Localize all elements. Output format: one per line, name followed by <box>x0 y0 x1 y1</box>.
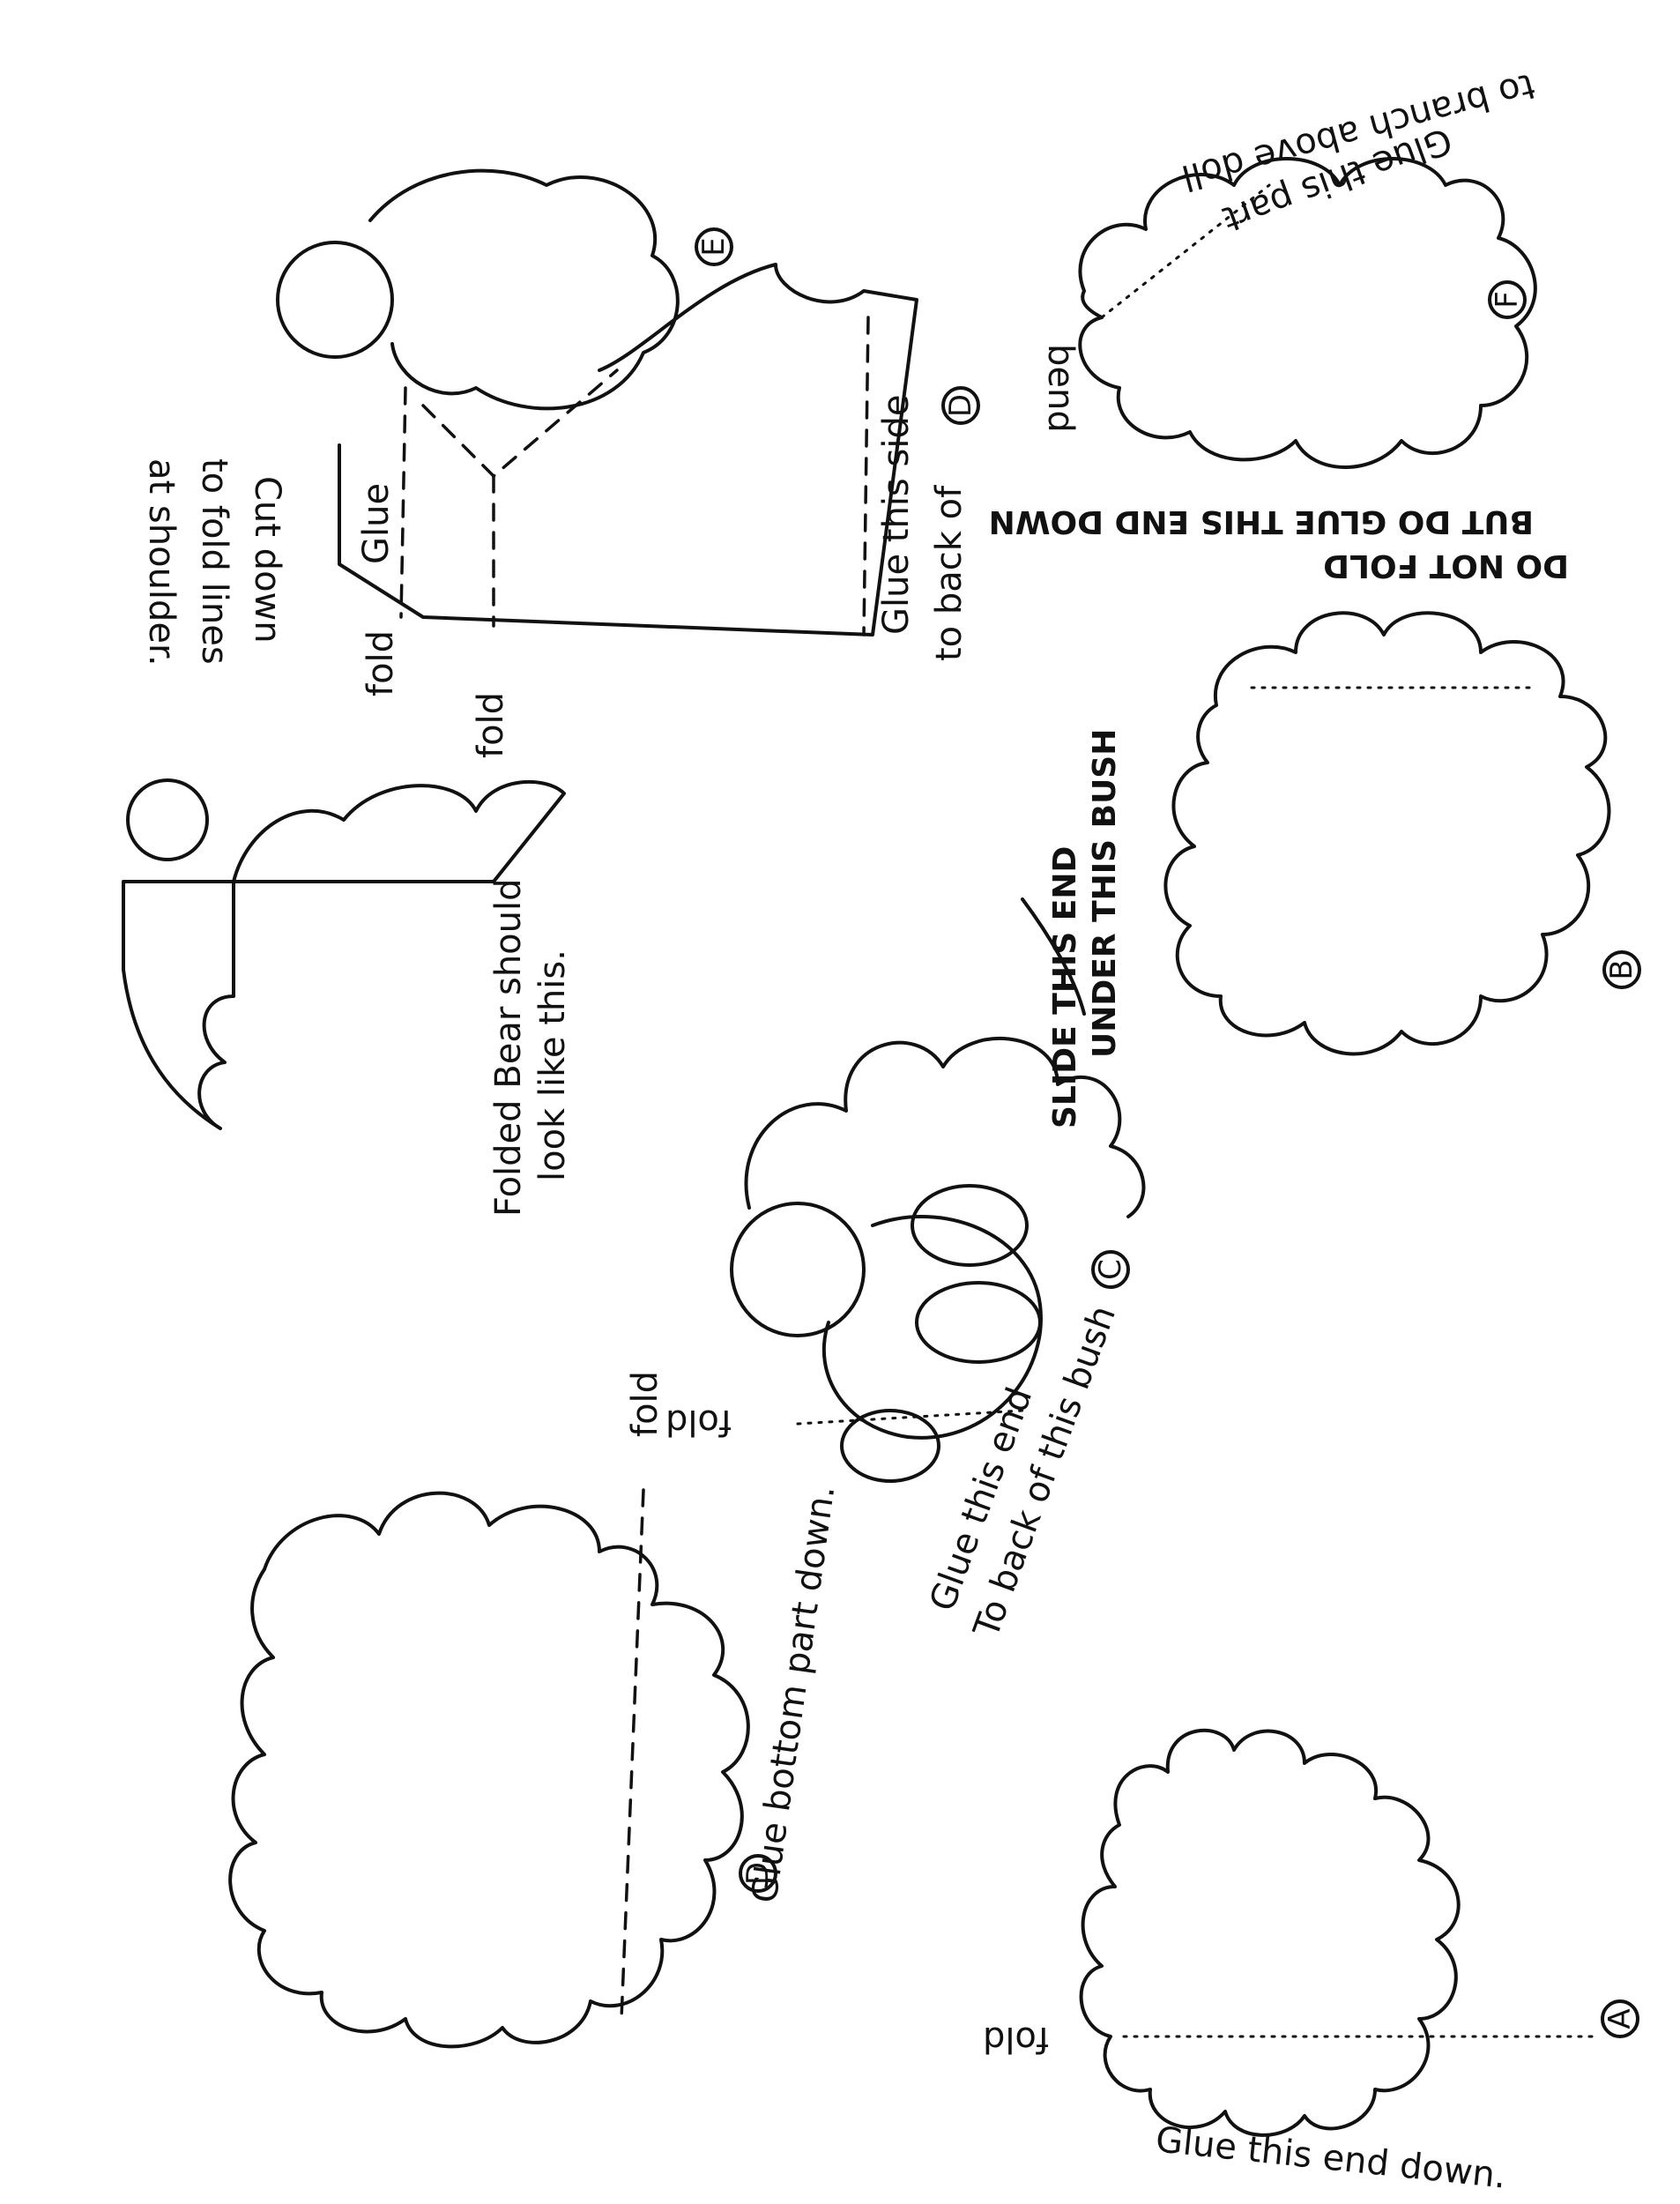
bend-label: bend <box>1040 344 1081 433</box>
glue-side-d-marker <box>941 386 980 425</box>
bush-a-fold-label: fold <box>983 2019 1049 2059</box>
cut-down-label-1: Cut down <box>247 476 287 644</box>
bush-f: F Glue this part to branch above doll be… <box>1040 64 1539 469</box>
glue-bottom-down-label: Glue bottom part down. <box>744 1483 843 1905</box>
bear-example-head <box>126 778 209 861</box>
bush-b: B DO NOT FOLD BUT DO GLUE THIS END DOWN <box>989 503 1641 1056</box>
bear-e-fold-line-1 <box>399 386 407 619</box>
glue-side-d-letter: D <box>943 394 978 417</box>
do-not-fold-label-1: DO NOT FOLD <box>1323 547 1569 584</box>
bear-e-fold-label-2: fold <box>471 692 511 758</box>
bush-f-marker <box>1488 280 1527 319</box>
bush-d: D Glue bottom part down. fold <box>228 1371 843 2049</box>
bush-d-fold-line <box>620 1488 645 2021</box>
bush-a: A Glue this end down. fold <box>983 1728 1639 2197</box>
glue-side-label-1: Glue this side <box>876 395 917 635</box>
bear-e-head <box>276 241 394 359</box>
bush-f-letter: F <box>1490 291 1525 309</box>
folded-bear-label-1: Folded Bear should <box>488 878 529 1217</box>
doll-foot-upper <box>911 1184 1029 1267</box>
bear-e-fold-label-1: fold <box>361 630 401 696</box>
slide-end-label-2: UNDER THIS BUSH <box>1087 729 1123 1058</box>
bear-e-glue-tab-label: Glue <box>356 483 397 564</box>
doll-c-letter: C <box>1093 1259 1128 1280</box>
bear-e-letter: E <box>696 237 732 256</box>
cut-down-label-3: at shoulder. <box>141 458 182 666</box>
bear-e-marker <box>695 227 733 266</box>
slide-arrow <box>1021 897 1086 1016</box>
bush-b-marker <box>1602 950 1641 989</box>
glue-end-down-label: Glue this end down. <box>1154 2119 1508 2196</box>
doll-hand <box>840 1409 940 1483</box>
bush-d-marker <box>739 1854 777 1893</box>
doll-fold-label: fold <box>665 1402 732 1442</box>
bush-d-letter: D <box>740 1862 776 1885</box>
folded-bear-label-2: look like this. <box>532 949 573 1181</box>
bear-e-glue-line <box>862 316 870 637</box>
bear-e-diagonal-1 <box>421 369 619 479</box>
glue-side-label-2: to back of <box>929 485 970 661</box>
doll-head <box>730 1202 866 1337</box>
bush-a-marker <box>1601 1999 1639 2038</box>
bush-b-letter: B <box>1604 959 1639 979</box>
do-not-fold-label-2: BUT DO GLUE THIS END DOWN <box>989 503 1534 540</box>
slide-end-label-1: SLIDE THIS END <box>1047 846 1083 1128</box>
cut-down-label-2: to fold lines <box>194 458 234 665</box>
doll-c-marker <box>1091 1250 1130 1289</box>
bush-a-letter: A <box>1602 2008 1638 2029</box>
bear-e: Glue E Glue this side to back of D fold … <box>141 168 980 758</box>
bush-d-fold-label: fold <box>625 1371 665 1437</box>
doll-c: C SLIDE THIS END UNDER THIS BUSH Glue th… <box>665 729 1146 1643</box>
bush-f-bend-line <box>1100 183 1271 319</box>
doll-foot-lower <box>915 1281 1042 1364</box>
folded-bear-example: Folded Bear should look like this. <box>122 778 573 1217</box>
